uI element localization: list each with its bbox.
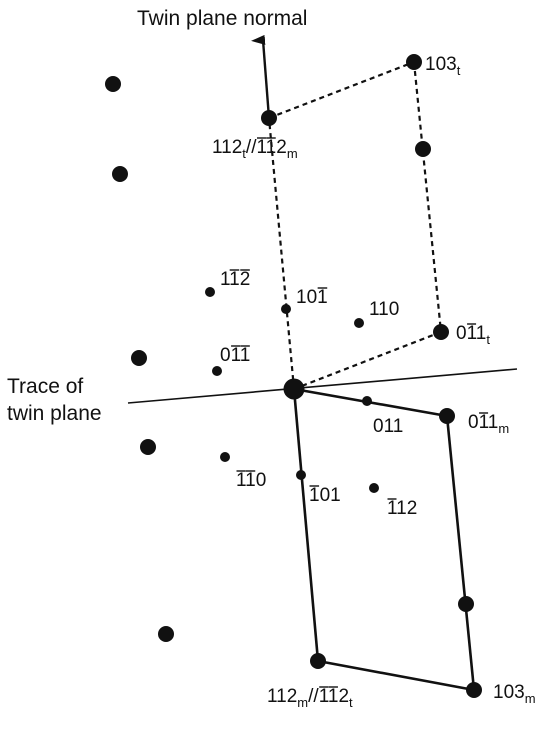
index-part: 1 (229, 269, 240, 290)
index-part: 0 (256, 470, 267, 491)
pole-outer-5 (158, 626, 174, 642)
index-part: m (287, 146, 298, 161)
pole-origin (283, 378, 305, 400)
pole-112t (261, 110, 277, 126)
index-part: 103 (493, 682, 525, 703)
pole-outer-4 (140, 439, 156, 455)
index-part: t (242, 146, 246, 161)
index-part: 1 (328, 686, 339, 707)
index-part: // (308, 686, 319, 707)
index-part: m (297, 695, 308, 710)
index-part: 0 (468, 412, 479, 433)
pole-10-1 (281, 304, 291, 314)
index-part: 103 (425, 54, 457, 75)
label-0-1-1: 011 (220, 345, 250, 366)
index-part: m (525, 691, 536, 706)
twin-plane-normal-label: Twin plane normal (137, 7, 307, 30)
index-part: 1 (266, 137, 277, 158)
pole-110 (354, 318, 364, 328)
pole-twin-mid (415, 141, 431, 157)
label-0-1-1t: 011t (456, 323, 490, 347)
pole-outer-1 (105, 76, 121, 92)
index-part: 1 (236, 470, 246, 491)
index-part: 1 (319, 686, 329, 707)
index-part: 1 (220, 269, 230, 290)
index-part: 0 (456, 323, 467, 344)
label-1-1-2: 112 (220, 269, 250, 290)
pole-1-1-2 (205, 287, 215, 297)
label-1-10: 110 (236, 470, 266, 491)
index-part: 01 (320, 485, 341, 506)
label-112t-1-1-2m: 112t//112m (212, 137, 298, 161)
index-part: 1 (467, 323, 477, 344)
index-part: // (246, 137, 257, 158)
index-part: 1 (479, 412, 489, 433)
index-part: 10 (296, 287, 317, 308)
index-part: 1 (245, 470, 256, 491)
index-part: 112 (212, 137, 242, 158)
pole-0-1-1t (433, 324, 449, 340)
pole-0-1-1m (439, 408, 455, 424)
pole-1-10 (220, 452, 230, 462)
pole-0-1-1 (212, 366, 222, 376)
pole-112 (369, 483, 379, 493)
label-0-1-1m: 011m (468, 412, 509, 436)
index-part: 2 (240, 269, 251, 290)
pole-112m (310, 653, 326, 669)
index-part: 112 (267, 686, 297, 707)
twin-plane-normal-arrow (251, 34, 271, 119)
index-part: 2 (276, 137, 287, 158)
index-part: 1 (231, 345, 241, 366)
label-112m-1-1-2t: 112m//112t (267, 686, 353, 710)
label-103t: 103t (425, 54, 461, 78)
pole-101 (296, 470, 306, 480)
pole-103m (466, 682, 482, 698)
index-part: 110 (369, 299, 399, 320)
label-011: 011 (373, 416, 403, 437)
index-part: 1 (488, 412, 499, 433)
index-part: 0 (220, 345, 231, 366)
index-part: 1 (256, 137, 266, 158)
index-part: t (457, 63, 461, 78)
index-part: 2 (338, 686, 349, 707)
index-part: 12 (396, 498, 417, 519)
label-101: 101 (309, 485, 341, 506)
pole-outer-2 (112, 166, 128, 182)
label-110: 110 (369, 299, 399, 320)
index-part: t (349, 695, 353, 710)
label-112: 112 (387, 498, 417, 519)
index-part: 1 (476, 323, 487, 344)
index-part: t (486, 332, 490, 347)
index-part: 1 (309, 485, 320, 506)
pole-011 (362, 396, 372, 406)
index-part: 011 (373, 416, 403, 437)
pole-103t (406, 54, 422, 70)
pole-outer-3 (131, 350, 147, 366)
label-10-1: 101 (296, 287, 328, 308)
pole-matrix-mid (458, 596, 474, 612)
index-part: m (498, 421, 509, 436)
matrix-parallelogram (292, 387, 476, 692)
index-part: 1 (387, 498, 397, 519)
trace-label-line-1: Trace of (7, 375, 83, 398)
trace-label-line-2: twin plane (7, 402, 102, 425)
twin-plane-trace-line (127, 368, 518, 404)
label-103m: 103m (493, 682, 536, 706)
twin-parallelogram (267, 60, 443, 391)
index-part: 1 (240, 345, 251, 366)
index-part: 1 (317, 287, 328, 308)
